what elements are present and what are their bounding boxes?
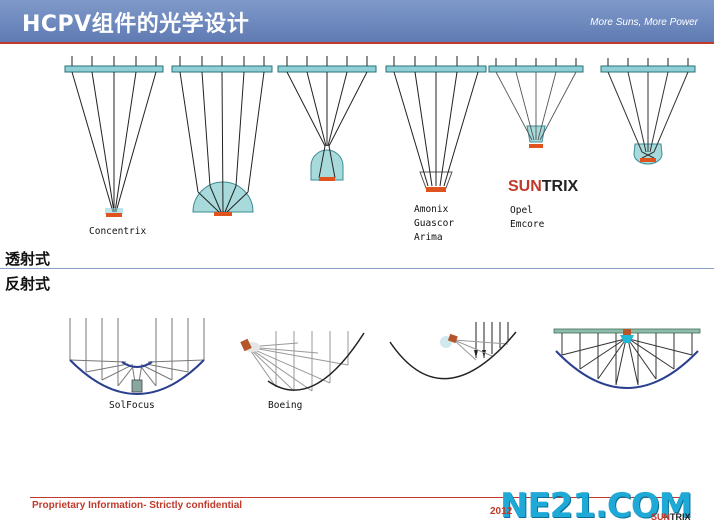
amonix-diagram [385, 56, 487, 192]
footer-suntrix-logo: SUNTRIX [651, 512, 691, 522]
watermark-logo: NE21.COM [500, 486, 693, 526]
suntrix-logo: SUNTRIX [508, 178, 578, 196]
footer-rule [30, 497, 680, 498]
suntrix-logo-trix: TRIX [541, 178, 579, 195]
header-bar: HCPV组件的光学设计 More Suns, More Power [0, 0, 714, 44]
dish-concentrator-diagram [553, 328, 701, 389]
footer-logo-sun: SUN [651, 512, 671, 522]
section-label-transmissive: 透射式 [5, 250, 51, 268]
label-boeing: Boeing [268, 400, 303, 411]
dome-secondary-diagram [171, 56, 273, 216]
label-amonix: Amonix Guascor Arima [414, 204, 455, 243]
slide-title: HCPV组件的光学设计 [22, 12, 250, 37]
boeing-diagram [240, 331, 365, 392]
off-axis-parabola-diagram [389, 322, 517, 380]
footer-logo-trix: TRIX [670, 512, 691, 522]
tir-secondary-diagram [600, 58, 696, 165]
concentrix-diagram [64, 56, 164, 217]
suntrix-logo-sun: SUN [508, 178, 542, 195]
ball-lens-diagram [277, 56, 377, 181]
label-solfocus: SolFocus [109, 400, 155, 411]
solfocus-diagram [69, 318, 205, 395]
label-opel: Opel Emcore [510, 205, 545, 230]
section-label-reflective: 反射式 [5, 275, 51, 293]
section-divider [0, 268, 714, 269]
footer-year: 2012 [490, 506, 513, 517]
opel-diagram [488, 58, 584, 148]
label-concentrix: Concentrix [89, 226, 147, 237]
footer-confidential: Proprietary Information- Strictly confid… [32, 500, 243, 511]
tagline: More Suns, More Power [590, 17, 698, 28]
